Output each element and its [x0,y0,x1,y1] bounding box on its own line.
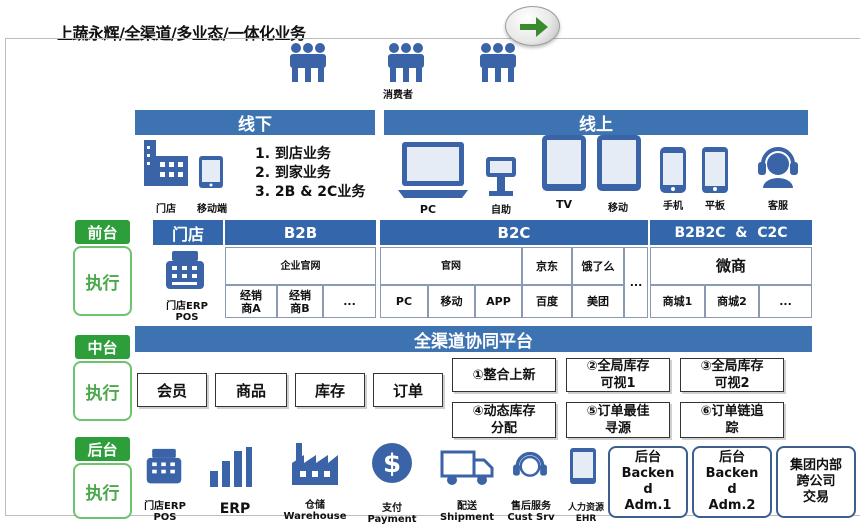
feature-order-trace[interactable]: ⑥订单链追 踪 [680,402,784,438]
svg-text:$: $ [383,449,401,479]
kiosk-icon [484,155,518,203]
b2c-official-app[interactable]: APP [475,285,522,318]
tablet-icon [595,133,643,199]
store-pos-icon [164,249,206,297]
offline-item-store: 门店 [156,204,176,215]
b2b-more[interactable]: ... [323,285,376,318]
device-mobile-label: 移动 [608,203,628,214]
cash-register-icon [144,447,184,491]
device-kiosk-label: 自助 [491,205,511,216]
online-header: 线上 [384,110,808,135]
headset-icon [755,140,801,196]
middle-exec-box: 执行 [73,361,132,421]
feature-global-inventory-2[interactable]: ③全局库存 可视2 [680,358,784,392]
device-pad-label: 平板 [705,201,725,212]
erp-bars-icon [208,445,254,493]
mode-2b-2c: 3. 2B & 2C业务 [255,184,366,200]
phone-icon [658,146,688,200]
feature-integrate-new[interactable]: ①整合上新 [452,358,556,392]
module-order[interactable]: 订单 [373,373,443,407]
back-erp-label: ERP [219,501,251,517]
outer-frame [5,38,860,516]
front-store-header: 门店 [153,220,223,245]
mode-in-store: 1. 到店业务 [255,146,331,162]
consumer-group-icon [290,42,530,90]
arrow-right-icon [520,17,548,37]
module-member[interactable]: 会员 [137,373,207,407]
consumer-label: 消费者 [383,90,413,101]
back-warehouse-label: 仓储 Warehouse [283,500,347,522]
b2c-official-mobile[interactable]: 移动 [428,285,475,318]
b2b-dealer-a[interactable]: 经销 商A [225,285,277,318]
module-product[interactable]: 商品 [215,373,287,407]
feature-global-inventory-1[interactable]: ②全局库存 可视1 [566,358,670,392]
front-b2c-header: B2C [380,220,648,245]
back-cust-srv-label: 售后服务 Cust Srv [507,501,555,523]
front-exec-box: 执行 [73,246,132,316]
feature-dynamic-allocation[interactable]: ④动态库存 分配 [452,402,556,438]
dollar-icon: $ [371,442,413,488]
omnichannel-platform-header: 全渠道协同平台 [135,326,812,352]
b2c-baidu[interactable]: 百度 [522,285,572,318]
next-arrow-button[interactable] [505,6,560,46]
service-headset-icon [510,446,550,494]
back-shipment-label: 配送 Shipment [439,501,494,523]
tv-icon [540,133,588,199]
b2c-eleme[interactable]: 饿了么 [572,247,624,285]
truck-icon [440,448,494,492]
back-exec-box: 执行 [73,463,132,519]
offline-header: 线下 [135,110,375,135]
back-store-erp-label: 门店ERP POS [144,501,186,523]
middle-tab: 中台 [75,335,130,359]
b2c-official-pc[interactable]: PC [380,285,428,318]
mobile-tablet-icon [198,155,224,193]
front-b2b-header: B2B [225,220,376,245]
back-payment-label: 支付 Payment [367,503,417,525]
front-tab: 前台 [75,220,130,244]
b2c-jd[interactable]: 京东 [522,247,572,285]
factory-icon [290,441,340,491]
small-tablet-icon [700,146,730,200]
device-tv-label: TV [555,198,573,211]
device-pc-label: PC [419,203,437,216]
back-tab: 后台 [75,437,130,461]
b2b2c-more[interactable]: ... [759,285,812,318]
b2c-meituan[interactable]: 美团 [572,285,624,318]
backend-admin-2[interactable]: 后台 Backen d Adm.2 [692,446,772,518]
b2b2c-mall-1[interactable]: 商城1 [650,285,705,318]
store-pos-label: 门店ERP POS [166,301,208,323]
module-inventory[interactable]: 库存 [295,373,365,407]
hr-tablet-icon [568,447,598,489]
intercompany-trade[interactable]: 集团内部 跨公司 交易 [776,446,856,518]
business-mode-list: 1. 到店业务 2. 到家业务 3. 2B & 2C业务 [255,145,365,202]
store-building-icon [140,138,192,194]
feature-best-sourcing[interactable]: ⑤订单最佳 寻源 [566,402,670,438]
backend-admin-1[interactable]: 后台 Backen d Adm.1 [608,446,688,518]
mode-delivery: 2. 到家业务 [255,165,331,181]
offline-item-mobile: 移动端 [197,204,227,215]
b2b-dealer-b[interactable]: 经销 商B [277,285,323,318]
b2b-enterprise-site[interactable]: 企业官网 [225,247,376,285]
device-phone-label: 手机 [663,201,683,212]
b2b2c-weishang[interactable]: 微商 [650,247,812,285]
back-ehr-label: 人力资源 EHR [567,503,604,524]
b2c-more[interactable]: ... [624,247,648,318]
front-b2b2c-header: B2B2C & C2C [650,220,812,245]
monitor-icon [398,140,468,206]
b2b2c-mall-2[interactable]: 商城2 [705,285,759,318]
b2c-official-site[interactable]: 官网 [380,247,522,285]
device-service-label: 客服 [768,201,788,212]
